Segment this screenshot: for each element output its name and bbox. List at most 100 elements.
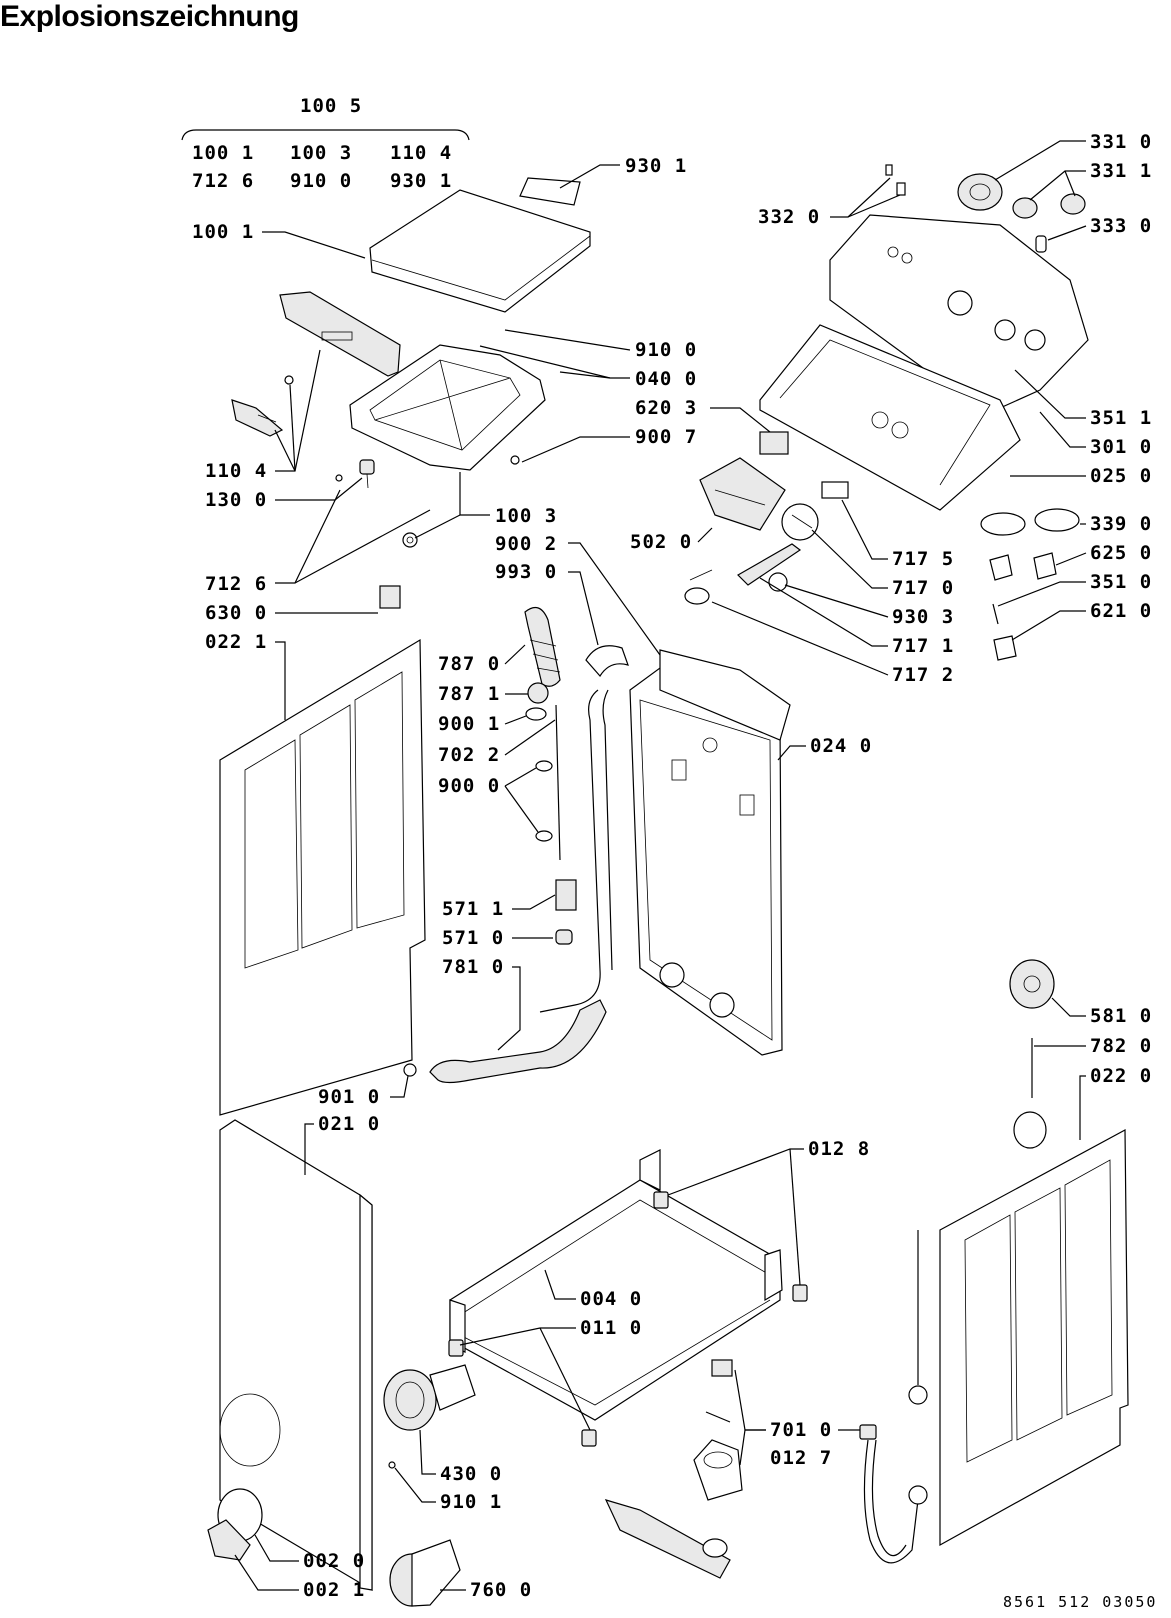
rear-bracket <box>659 649 791 741</box>
rotary-knob-disc <box>980 508 1080 536</box>
kit-item: 100 1 <box>192 142 254 164</box>
part-label-022-0[interactable]: 022 0 <box>1090 1065 1152 1087</box>
inlet-hose <box>863 1439 919 1564</box>
hinge-left <box>231 399 284 437</box>
drive-belt <box>1013 1111 1047 1149</box>
kit-item: 110 4 <box>390 142 452 164</box>
pressure-switch <box>759 431 789 455</box>
part-label-787-1[interactable]: 787 1 <box>438 683 500 705</box>
part-label-571-0[interactable]: 571 0 <box>442 927 504 949</box>
part-label-621-0[interactable]: 621 0 <box>1090 600 1152 622</box>
hose-bellows <box>524 606 561 687</box>
part-label-011-0[interactable]: 011 0 <box>580 1317 642 1339</box>
rear-frame <box>629 667 783 1056</box>
part-label-571-1[interactable]: 571 1 <box>442 898 504 920</box>
part-label-900-2[interactable]: 900 2 <box>495 533 557 555</box>
part-label-717-1[interactable]: 717 1 <box>892 635 954 657</box>
small-screw <box>284 375 294 385</box>
top-frame <box>349 344 546 471</box>
pump-filter <box>389 1539 461 1607</box>
foot <box>448 1339 464 1357</box>
part-label-351-0[interactable]: 351 0 <box>1090 571 1152 593</box>
part-label-910-0[interactable]: 910 0 <box>635 339 697 361</box>
terminal-clip <box>993 635 1017 661</box>
drawing-number: 8561 512 03050 <box>1003 1593 1158 1611</box>
part-label-002-0[interactable]: 002 0 <box>303 1550 365 1572</box>
kit-item: 100 3 <box>290 142 352 164</box>
small-clamp <box>535 830 553 842</box>
bearing-cup <box>684 569 713 605</box>
part-label-900-1[interactable]: 900 1 <box>438 713 500 735</box>
knob-small <box>1060 193 1086 215</box>
part-label-130-0[interactable]: 130 0 <box>205 489 267 511</box>
part-label-351-1[interactable]: 351 1 <box>1090 407 1152 429</box>
part-label-025-0[interactable]: 025 0 <box>1090 465 1152 487</box>
part-label-100-3[interactable]: 100 3 <box>495 505 557 527</box>
part-label-760-0[interactable]: 760 0 <box>470 1579 532 1601</box>
front-handle <box>279 291 401 377</box>
part-label-024-0[interactable]: 024 0 <box>810 735 872 757</box>
level-sensor <box>555 929 573 945</box>
hose-connector <box>859 1424 877 1440</box>
part-label-702-2[interactable]: 702 2 <box>438 744 500 766</box>
part-label-717-5[interactable]: 717 5 <box>892 548 954 570</box>
part-label-620-3[interactable]: 620 3 <box>635 397 697 419</box>
lever-plate <box>604 1499 731 1579</box>
part-label-040-0[interactable]: 040 0 <box>635 368 697 390</box>
rod-end <box>908 1485 928 1505</box>
part-label-993-0[interactable]: 993 0 <box>495 561 557 583</box>
foot <box>653 1191 669 1209</box>
part-label-339-0[interactable]: 339 0 <box>1090 513 1152 535</box>
part-label-781-0[interactable]: 781 0 <box>442 956 504 978</box>
part-label-701-0[interactable]: 701 0 <box>770 1419 832 1441</box>
part-label-930-3[interactable]: 930 3 <box>892 606 954 628</box>
part-label-331-1[interactable]: 331 1 <box>1090 160 1152 182</box>
part-label-782-0[interactable]: 782 0 <box>1090 1035 1152 1057</box>
part-label-002-1[interactable]: 002 1 <box>303 1579 365 1601</box>
part-label-331-0[interactable]: 331 0 <box>1090 131 1152 153</box>
selector-switch <box>699 457 786 531</box>
hose-clamp <box>527 682 549 704</box>
part-label-022-1[interactable]: 022 1 <box>205 631 267 653</box>
part-label-004-0[interactable]: 004 0 <box>580 1288 642 1310</box>
part-label-332-0[interactable]: 332 0 <box>758 206 820 228</box>
kit-item: 910 0 <box>290 170 352 192</box>
drain-pump <box>383 1364 476 1431</box>
control-panel-fascia <box>829 214 1089 409</box>
part-label-581-0[interactable]: 581 0 <box>1090 1005 1152 1027</box>
screw <box>388 1461 396 1469</box>
part-label-901-0[interactable]: 901 0 <box>318 1086 380 1108</box>
part-label-625-0[interactable]: 625 0 <box>1090 542 1152 564</box>
part-label-717-0[interactable]: 717 0 <box>892 577 954 599</box>
part-label-900-0[interactable]: 900 0 <box>438 775 500 797</box>
part-label-012-7[interactable]: 012 7 <box>770 1447 832 1469</box>
part-label-430-0[interactable]: 430 0 <box>440 1463 502 1485</box>
part-label-021-0[interactable]: 021 0 <box>318 1113 380 1135</box>
part-label-910-1[interactable]: 910 1 <box>440 1491 502 1513</box>
knob-large <box>957 173 1003 211</box>
part-label-301-0[interactable]: 301 0 <box>1090 436 1152 458</box>
part-label-712-6[interactable]: 712 6 <box>205 573 267 595</box>
drain-hose <box>429 999 607 1084</box>
cover-plate <box>379 585 401 609</box>
hose-clip <box>403 1063 417 1077</box>
part-label-787-0[interactable]: 787 0 <box>438 653 500 675</box>
back-panel <box>219 638 426 1116</box>
part-label-502-0[interactable]: 502 0 <box>630 531 692 553</box>
pump-housing <box>693 1439 743 1501</box>
part-label-110-4[interactable]: 110 4 <box>205 460 267 482</box>
part-label-900-7[interactable]: 900 7 <box>635 426 697 448</box>
part-label-012-8[interactable]: 012 8 <box>808 1138 870 1160</box>
part-label-100-1[interactable]: 100 1 <box>192 221 254 243</box>
drain-hose-upper <box>539 689 601 1013</box>
pin <box>335 474 343 482</box>
part-label-333-0[interactable]: 333 0 <box>1090 215 1152 237</box>
part-label-930-1[interactable]: 930 1 <box>625 155 687 177</box>
latch <box>359 459 375 489</box>
spring <box>402 532 418 548</box>
part-label-630-0[interactable]: 630 0 <box>205 602 267 624</box>
indicator-pin <box>896 182 906 196</box>
part-label-717-2[interactable]: 717 2 <box>892 664 954 686</box>
pulley <box>1009 959 1055 1009</box>
